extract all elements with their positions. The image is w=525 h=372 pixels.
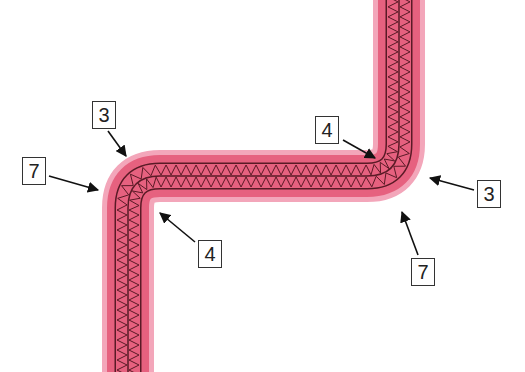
zigzag-stitch [129,0,410,372]
leader-arrow [402,212,418,255]
leader-arrow [343,140,375,158]
callout-number: 7 [417,262,428,282]
leader-arrow [108,131,126,156]
callout-box: 4 [198,240,222,268]
callout-box: 7 [22,157,46,185]
callout-box: 3 [92,101,116,129]
callout-number: 4 [204,244,215,264]
leader-arrow [430,178,474,190]
callout-number: 7 [28,161,39,181]
callout-box: 3 [477,180,501,208]
leader-arrow [49,176,98,190]
stitch-line [128,0,399,372]
callout-box: 7 [411,258,435,286]
zigzag-stitches [117,0,410,372]
band-body [128,0,399,372]
leader-arrow [160,213,195,242]
callout-number: 3 [483,184,494,204]
callout-number: 4 [321,120,332,140]
zigzag-stitch [117,0,398,372]
callout-box: 4 [315,116,339,144]
band-edge [128,0,399,372]
callout-number: 3 [98,105,109,125]
band [117,0,410,372]
stitch-line [128,0,399,372]
band-body [128,0,399,372]
leader-lines [49,131,474,255]
